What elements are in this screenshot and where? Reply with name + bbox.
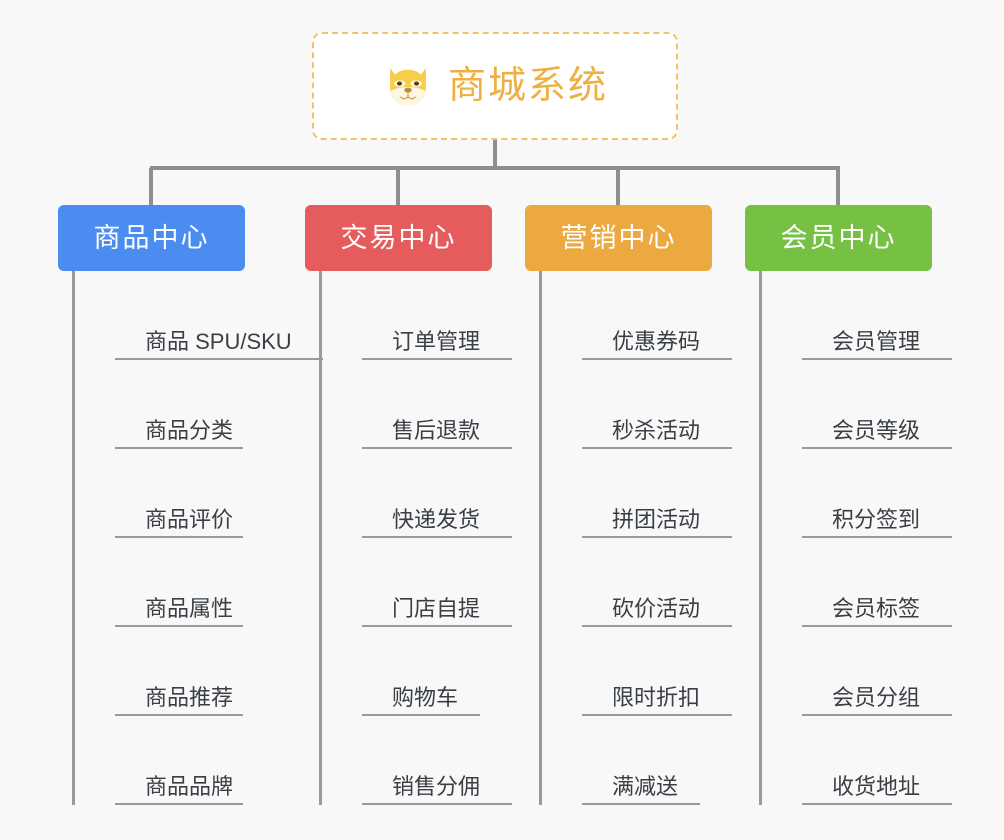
leaf-label: 满减送	[612, 773, 679, 799]
leaf-list-member-center: 会员管理 会员等级 积分签到 会员标签 会员分组 收货地址	[759, 271, 952, 805]
leaf-item[interactable]: 商品评价	[115, 449, 245, 538]
leaf-label: 快递发货	[392, 506, 481, 532]
leaf-item[interactable]: 满减送	[582, 716, 712, 805]
branch-column-product-center: 商品中心 商品 SPU/SKU 商品分类 商品评价 商品属性 商品推荐 商品品牌	[58, 205, 323, 821]
category-header-label: 商品中心	[93, 222, 210, 253]
leaf-label: 秒杀活动	[612, 417, 701, 443]
category-header-label: 会员中心	[780, 222, 897, 253]
leaf-label: 商品评价	[145, 506, 234, 532]
leaf-list-trade-center: 订单管理 售后退款 快递发货 门店自提 购物车 销售分佣	[319, 271, 512, 805]
leaf-list-marketing-center: 优惠券码 秒杀活动 拼团活动 砍价活动 限时折扣 满减送	[539, 271, 732, 805]
leaf-item[interactable]: 商品品牌	[115, 716, 245, 805]
leaf-label: 销售分佣	[392, 773, 481, 799]
leaf-label: 会员标签	[832, 595, 921, 621]
leaf-item[interactable]: 砍价活动	[582, 538, 732, 627]
leaf-item[interactable]: 秒杀活动	[582, 360, 732, 449]
leaf-label: 限时折扣	[612, 684, 701, 710]
category-header-product-center[interactable]: 商品中心	[58, 205, 245, 271]
leaf-label: 商品 SPU/SKU	[145, 328, 292, 354]
leaf-item[interactable]: 商品 SPU/SKU	[115, 271, 323, 360]
leaf-item[interactable]: 优惠券码	[582, 271, 732, 360]
leaf-label: 门店自提	[392, 595, 481, 621]
leaf-label: 商品分类	[145, 417, 234, 443]
leaf-label: 会员管理	[832, 328, 921, 354]
leaf-item[interactable]: 商品分类	[115, 360, 245, 449]
leaf-label: 积分签到	[832, 506, 921, 532]
leaf-item[interactable]: 门店自提	[362, 538, 512, 627]
leaf-label: 拼团活动	[612, 506, 701, 532]
leaf-item[interactable]: 商品推荐	[115, 627, 245, 716]
leaf-item[interactable]: 积分签到	[802, 449, 952, 538]
branch-column-member-center: 会员中心 会员管理 会员等级 积分签到 会员标签 会员分组 收货地址	[745, 205, 952, 821]
leaf-label: 砍价活动	[612, 595, 701, 621]
leaf-item[interactable]: 收货地址	[802, 716, 952, 805]
leaf-item[interactable]: 拼团活动	[582, 449, 732, 538]
leaf-item[interactable]: 快递发货	[362, 449, 512, 538]
category-header-label: 交易中心	[340, 222, 457, 253]
shiba-dog-face-icon	[390, 68, 426, 106]
root-title: 商城系统	[447, 65, 608, 107]
leaf-item[interactable]: 限时折扣	[582, 627, 732, 716]
leaf-label: 会员分组	[832, 684, 921, 710]
leaf-item[interactable]: 商品属性	[115, 538, 245, 627]
leaf-item[interactable]: 购物车	[362, 627, 492, 716]
leaf-label: 订单管理	[392, 328, 481, 354]
leaf-label: 商品品牌	[145, 773, 234, 799]
category-header-trade-center[interactable]: 交易中心	[305, 205, 492, 271]
leaf-item[interactable]: 会员标签	[802, 538, 952, 627]
leaf-item[interactable]: 会员等级	[802, 360, 952, 449]
leaf-label: 会员等级	[832, 417, 921, 443]
leaf-label: 商品属性	[145, 595, 234, 621]
leaf-label: 商品推荐	[145, 684, 234, 710]
leaf-label: 购物车	[392, 684, 459, 710]
leaf-label: 优惠券码	[612, 328, 701, 354]
leaf-item[interactable]: 售后退款	[362, 360, 512, 449]
root-node-shopping-mall-system[interactable]: 商城系统	[312, 32, 678, 140]
category-header-label: 营销中心	[560, 222, 677, 253]
category-header-marketing-center[interactable]: 营销中心	[525, 205, 712, 271]
leaf-label: 售后退款	[392, 417, 481, 443]
leaf-item[interactable]: 订单管理	[362, 271, 512, 360]
category-header-member-center[interactable]: 会员中心	[745, 205, 932, 271]
branch-column-marketing-center: 营销中心 优惠券码 秒杀活动 拼团活动 砍价活动 限时折扣 满减送	[525, 205, 732, 821]
leaf-item[interactable]: 会员分组	[802, 627, 952, 716]
branch-column-trade-center: 交易中心 订单管理 售后退款 快递发货 门店自提 购物车 销售分佣	[305, 205, 512, 821]
leaf-item[interactable]: 会员管理	[802, 271, 952, 360]
leaf-item[interactable]: 销售分佣	[362, 716, 512, 805]
leaf-list-product-center: 商品 SPU/SKU 商品分类 商品评价 商品属性 商品推荐 商品品牌	[72, 271, 323, 805]
leaf-label: 收货地址	[832, 773, 921, 799]
